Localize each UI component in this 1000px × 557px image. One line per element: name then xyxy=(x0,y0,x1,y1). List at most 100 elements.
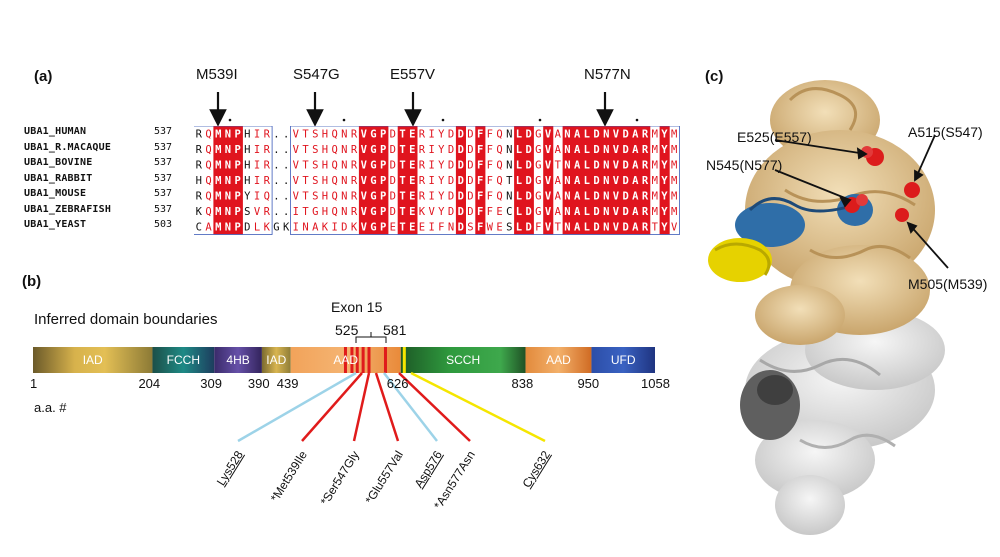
residue: L xyxy=(254,222,260,234)
residue: H xyxy=(322,175,328,187)
residue: Y xyxy=(661,160,668,172)
similarity-box xyxy=(194,126,273,235)
residue: P xyxy=(234,191,240,203)
blue-domain xyxy=(735,194,873,247)
residue: Y xyxy=(661,175,668,187)
domain-segment xyxy=(400,347,526,373)
exon-label: Exon 15 xyxy=(331,299,383,315)
residue: V xyxy=(545,129,552,141)
residue: V xyxy=(545,160,552,172)
residue: L xyxy=(584,144,590,156)
residue: S xyxy=(312,144,318,156)
residue: D xyxy=(467,160,473,172)
domain-segment xyxy=(591,347,655,373)
residue: N xyxy=(448,222,454,234)
residue: M xyxy=(215,160,221,172)
residue: M xyxy=(652,160,658,172)
panel-label-b: (b) xyxy=(22,273,42,290)
residue: D xyxy=(525,175,531,187)
residue: H xyxy=(322,144,328,156)
residue: Q xyxy=(331,191,337,203)
residue: F xyxy=(487,175,493,187)
residue: V xyxy=(613,222,620,234)
residue: R xyxy=(264,206,271,218)
residue: R xyxy=(419,160,426,172)
residue: F xyxy=(477,129,483,141)
domain-map xyxy=(33,332,655,443)
residue: D xyxy=(458,175,464,187)
residue: A xyxy=(555,129,562,141)
residue: F xyxy=(477,160,483,172)
residue: I xyxy=(428,175,434,187)
residue: G xyxy=(535,206,541,218)
residue: Y xyxy=(661,129,668,141)
residue: A xyxy=(632,222,639,234)
residue: R xyxy=(419,129,426,141)
residue: . xyxy=(283,191,289,203)
residue: N xyxy=(603,191,609,203)
residue: D xyxy=(458,160,464,172)
residue: Q xyxy=(331,175,337,187)
residue: A xyxy=(632,191,639,203)
residue: Y xyxy=(661,144,668,156)
residue: A xyxy=(312,222,319,234)
residue: I xyxy=(428,222,434,234)
residue: L xyxy=(584,129,590,141)
residue: Q xyxy=(205,160,211,172)
uba1-structure-rendering xyxy=(708,80,949,535)
conserved-column xyxy=(213,126,224,235)
residue: K xyxy=(419,206,426,218)
residue: L xyxy=(516,175,522,187)
residue: Q xyxy=(264,191,270,203)
residue: Q xyxy=(496,144,502,156)
exon-mark xyxy=(343,347,347,373)
residue: D xyxy=(390,191,396,203)
residue: S xyxy=(312,129,318,141)
residue: Y xyxy=(661,222,668,234)
residue: N xyxy=(225,222,231,234)
residue: R xyxy=(196,191,203,203)
residue: N xyxy=(225,206,231,218)
residue: T xyxy=(555,160,562,172)
residue: I xyxy=(331,222,337,234)
conserved-column xyxy=(523,126,534,235)
residue: L xyxy=(516,129,522,141)
residue: F xyxy=(487,129,493,141)
domain-title: Inferred domain boundaries xyxy=(34,311,218,328)
species-name: UBA1_RABBIT xyxy=(24,172,93,184)
residue: . xyxy=(273,160,279,172)
conserved-column xyxy=(630,126,641,235)
residue: F xyxy=(487,206,493,218)
residue: P xyxy=(234,129,240,141)
residue: M xyxy=(215,206,221,218)
exon-mark xyxy=(402,347,406,373)
residue: A xyxy=(632,206,639,218)
residue: A xyxy=(574,144,581,156)
residue: E xyxy=(409,129,415,141)
residue: D xyxy=(341,222,347,234)
residue: E xyxy=(409,144,415,156)
residue: D xyxy=(622,144,628,156)
residue: A xyxy=(632,160,639,172)
residue: R xyxy=(264,144,271,156)
residue: Y xyxy=(438,160,445,172)
residue: V xyxy=(671,222,678,234)
conserved-column xyxy=(368,126,379,235)
exon-start-label: 525 xyxy=(335,322,359,338)
residue: D xyxy=(448,144,454,156)
residue: N xyxy=(341,191,347,203)
residue: N xyxy=(564,191,570,203)
position-tick-label: 1058 xyxy=(641,376,670,391)
residue: L xyxy=(516,160,522,172)
domain-label: IAD xyxy=(82,353,103,367)
residue: A xyxy=(574,191,581,203)
conserved-column xyxy=(358,126,369,235)
residue: D xyxy=(622,206,628,218)
residue: N xyxy=(603,129,609,141)
residue: D xyxy=(467,191,473,203)
residue: V xyxy=(361,160,368,172)
residue: R xyxy=(642,129,649,141)
position-tick-label: 204 xyxy=(138,376,161,391)
residue: F xyxy=(477,175,483,187)
